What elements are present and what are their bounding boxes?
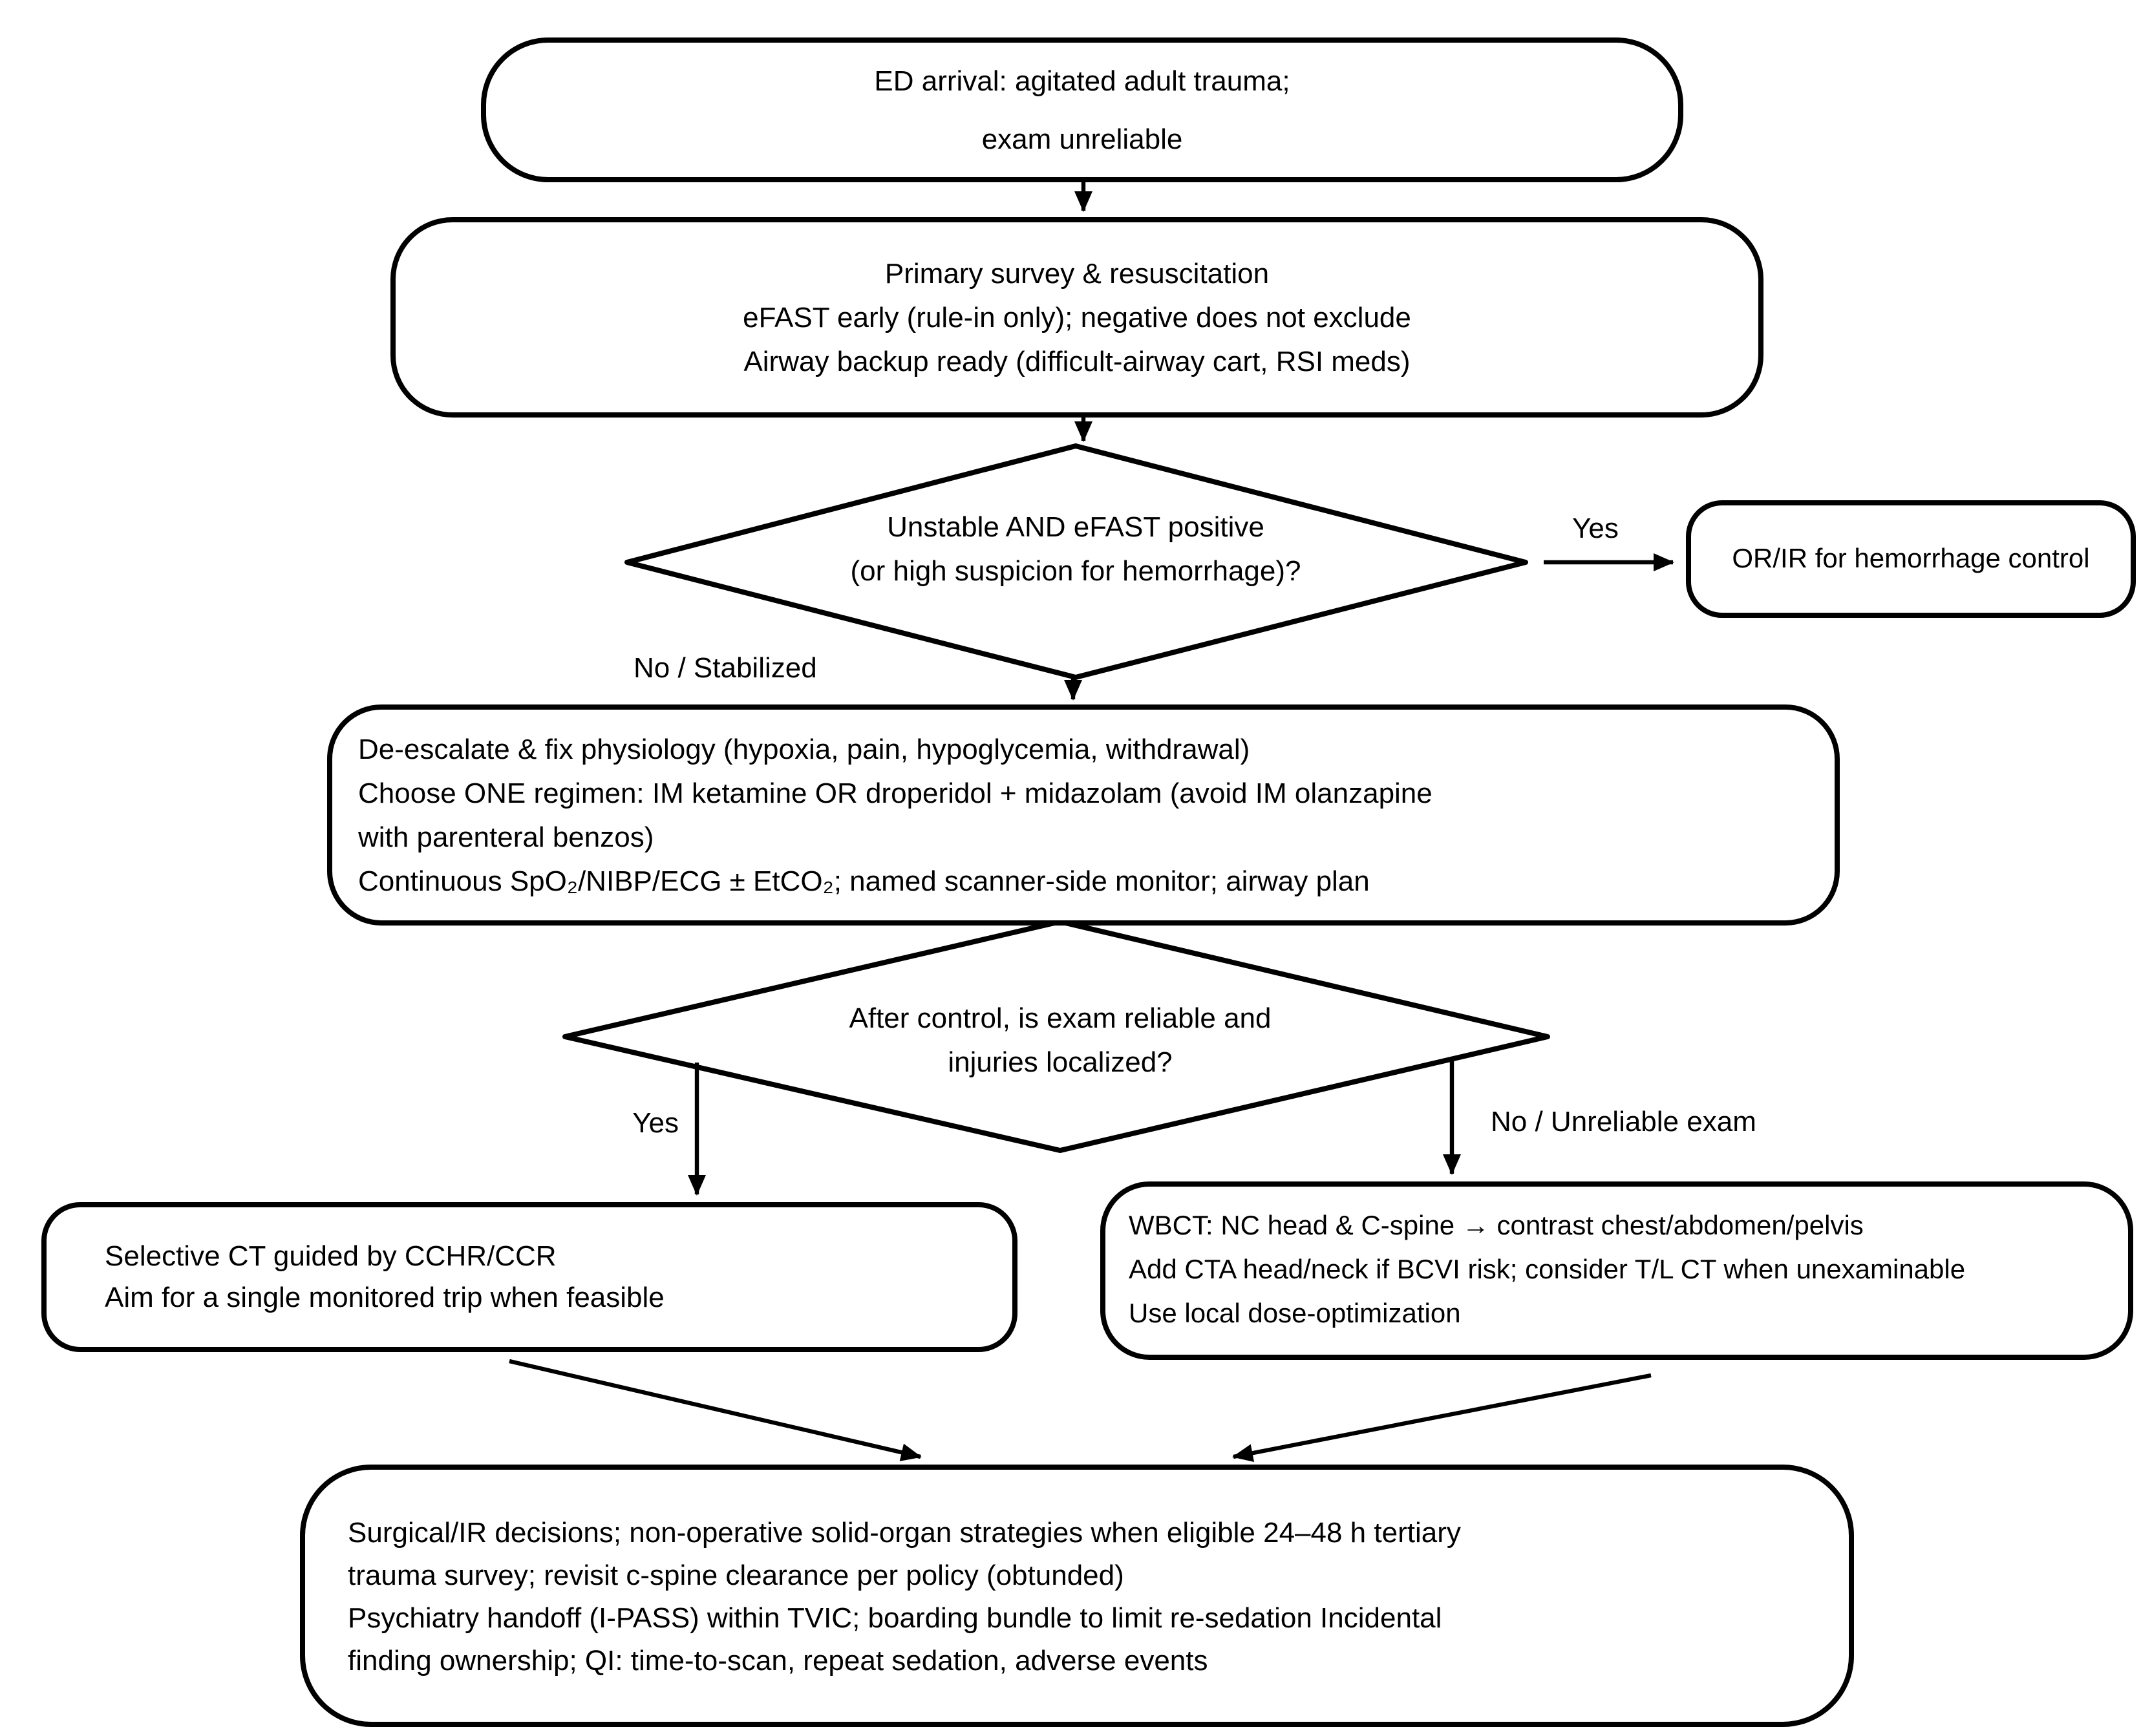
deescalate-node: De-escalate & fix physiology (hypoxia, p… xyxy=(327,704,1840,926)
edge-label-yes-exam: Yes xyxy=(632,1106,679,1139)
primary-survey-node: Primary survey & resuscitation eFAST ear… xyxy=(390,217,1763,418)
node-text-line: De-escalate & fix physiology (hypoxia, p… xyxy=(358,732,1250,765)
node-text-line: (or high suspicion for hemorrhage)? xyxy=(850,555,1301,587)
node-text-line: Add CTA head/neck if BCVI risk; consider… xyxy=(1129,1255,1966,1285)
edge-label-no-unreliable: No / Unreliable exam xyxy=(1491,1105,1756,1138)
node-text-line: Use local dose-optimization xyxy=(1129,1299,1461,1329)
node-text-line: Primary survey & resuscitation xyxy=(884,257,1270,289)
start-node: ED arrival: agitated adult trauma; exam … xyxy=(481,37,1683,182)
node-text-line: Continuous SpO₂/NIBP/ECG ± EtCO₂; named … xyxy=(358,864,1370,896)
arrow-selective-to-disposition xyxy=(509,1359,922,1461)
node-text-line: Choose ONE regimen: IM ketamine OR drope… xyxy=(358,776,1433,809)
node-text-line: injuries localized? xyxy=(948,1046,1173,1078)
node-text-line: After control, is exam reliable and xyxy=(849,1002,1272,1034)
node-text-line: finding ownership; QI: time-to-scan, rep… xyxy=(348,1644,1208,1676)
arrow-wbct-to-disposition xyxy=(1232,1373,1652,1462)
node-text-line: exam unreliable xyxy=(981,123,1183,155)
disposition-node: Surgical/IR decisions; non-operative sol… xyxy=(300,1465,1854,1727)
node-text-line: eFAST early (rule-in only); negative doe… xyxy=(743,301,1411,333)
node-text-line: Psychiatry handoff (I-PASS) within TVIC;… xyxy=(348,1601,1442,1633)
wbct-node: WBCT: NC head & C-spine → contrast chest… xyxy=(1100,1181,2133,1360)
node-text-line: Unstable AND eFAST positive xyxy=(887,511,1264,543)
node-text-line: trauma survey; revisit c-spine clearance… xyxy=(348,1558,1124,1591)
node-text-line: with parenteral benzos) xyxy=(358,820,654,852)
node-text-line: Aim for a single monitored trip when fea… xyxy=(105,1281,665,1313)
node-text-line: Airway backup ready (difficult-airway ca… xyxy=(743,344,1411,377)
edge-label-no-stabilized: No / Stabilized xyxy=(634,651,817,684)
or-ir-node: OR/IR for hemorrhage control xyxy=(1686,500,2136,618)
node-text-line: OR/IR for hemorrhage control xyxy=(1732,544,2090,573)
node-text-line: Surgical/IR decisions; non-operative sol… xyxy=(348,1516,1461,1548)
node-text-line: WBCT: NC head & C-spine → contrast chest… xyxy=(1129,1211,1864,1241)
decision-diamond-unstable xyxy=(624,443,1528,680)
decision-exam-text: After control, is exam reliable and inju… xyxy=(672,995,1448,1086)
selective-ct-node: Selective CT guided by CCHR/CCR Aim for … xyxy=(41,1202,1017,1352)
decision-diamond-exam xyxy=(562,919,1550,1153)
decision-unstable-text: Unstable AND eFAST positive (or high sus… xyxy=(688,504,1464,595)
node-text-line: Selective CT guided by CCHR/CCR xyxy=(105,1240,557,1272)
edge-label-yes-hemorrhage: Yes xyxy=(1572,512,1619,544)
node-text-line: ED arrival: agitated adult trauma; xyxy=(874,65,1290,97)
